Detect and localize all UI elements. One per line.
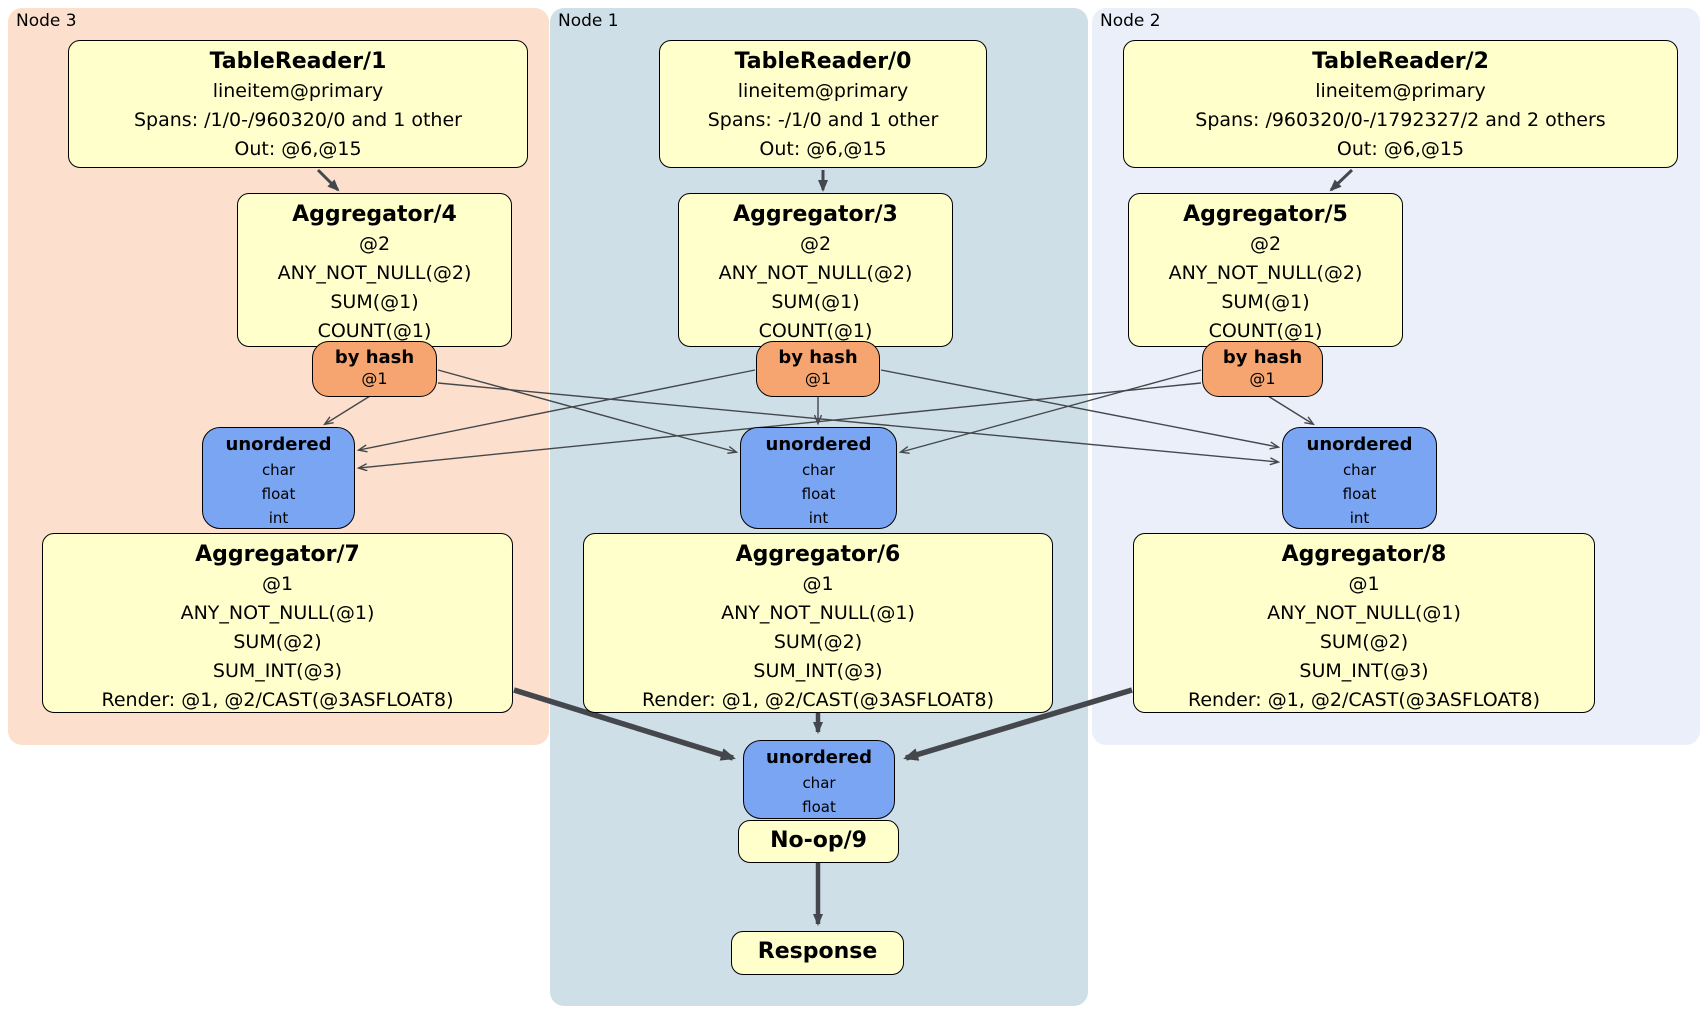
processor-line: Out: @6,@15 (234, 138, 362, 160)
sync-column: char (1342, 461, 1377, 479)
processor-aggregator-8: Aggregator/8 @1 ANY_NOT_NULL(@1) SUM(@2)… (1133, 533, 1595, 713)
processor-title: Aggregator/3 (733, 202, 898, 227)
processor-line: ANY_NOT_NULL(@2) (718, 262, 913, 284)
processor-line: @1 (802, 573, 834, 595)
processor-line: COUNT(@1) (317, 320, 432, 342)
sync-title: unordered (225, 434, 332, 455)
processor-line: Render: @1, @2/CAST(@3ASFLOAT8) (1188, 689, 1540, 711)
processor-title: Aggregator/8 (1281, 542, 1447, 567)
sync-column: char (802, 774, 836, 792)
processor-title: Aggregator/5 (1183, 202, 1348, 227)
router-title: by hash (1222, 347, 1303, 368)
router-by-hash-node2: by hash @1 (1202, 341, 1323, 397)
processor-line: Out: @6,@15 (759, 138, 887, 160)
processor-line: SUM(@2) (773, 631, 863, 653)
processor-line: Out: @6,@15 (1336, 138, 1465, 160)
sync-unordered-node2: unordered char float int (1282, 427, 1437, 529)
region-label: Node 2 (1100, 11, 1161, 31)
router-title: by hash (334, 347, 415, 368)
sync-unordered-node3: unordered char float int (202, 427, 355, 529)
sync-column: char (261, 461, 296, 479)
processor-line: COUNT(@1) (1208, 320, 1323, 342)
processor-line: SUM(@2) (233, 631, 322, 653)
processor-title: Response (757, 939, 878, 964)
processor-noop-9: No-op/9 (738, 820, 899, 863)
processor-response: Response (731, 931, 904, 975)
processor-aggregator-7: Aggregator/7 @1 ANY_NOT_NULL(@1) SUM(@2)… (42, 533, 513, 713)
processor-line: lineitem@primary (737, 80, 909, 102)
router-columns: @1 (361, 369, 388, 388)
processor-line: Spans: /960320/0-/1792327/2 and 2 others (1195, 109, 1606, 131)
sync-column: int (1349, 509, 1370, 527)
processor-title: Aggregator/7 (195, 542, 360, 567)
processor-line: @2 (358, 233, 391, 255)
processor-line: @1 (1348, 573, 1380, 595)
router-by-hash-node3: by hash @1 (312, 341, 437, 397)
sync-unordered-node1: unordered char float int (740, 427, 897, 529)
processor-line: SUM(@1) (330, 291, 419, 313)
region-label: Node 3 (16, 11, 77, 31)
processor-title: No-op/9 (770, 828, 867, 853)
sync-title: unordered (765, 434, 872, 455)
sync-column: float (801, 485, 836, 503)
processor-title: Aggregator/6 (735, 542, 901, 567)
router-by-hash-node1: by hash @1 (756, 341, 880, 397)
region-label: Node 1 (558, 11, 619, 31)
sync-column: int (808, 509, 829, 527)
processor-title: TableReader/1 (209, 49, 387, 74)
processor-line: Render: @1, @2/CAST(@3ASFLOAT8) (642, 689, 994, 711)
processor-tablereader-2: TableReader/2 lineitem@primary Spans: /9… (1123, 40, 1678, 168)
processor-line: @2 (799, 233, 832, 255)
processor-line: COUNT(@1) (758, 320, 873, 342)
processor-aggregator-6: Aggregator/6 @1 ANY_NOT_NULL(@1) SUM(@2)… (583, 533, 1053, 713)
processor-line: ANY_NOT_NULL(@2) (1168, 262, 1363, 284)
processor-line: SUM_INT(@3) (753, 660, 883, 682)
processor-line: @2 (1249, 233, 1282, 255)
sync-column: char (801, 461, 836, 479)
processor-line: @1 (261, 573, 294, 595)
sync-title: unordered (766, 747, 872, 768)
processor-line: SUM(@2) (1319, 631, 1409, 653)
sync-column: float (802, 798, 836, 816)
processor-line: Render: @1, @2/CAST(@3ASFLOAT8) (101, 689, 454, 711)
processor-line: Spans: /1/0-/960320/0 and 1 other (134, 109, 462, 131)
processor-tablereader-0: TableReader/0 lineitem@primary Spans: -/… (659, 40, 987, 168)
processor-line: ANY_NOT_NULL(@1) (721, 602, 915, 624)
processor-line: ANY_NOT_NULL(@2) (277, 262, 472, 284)
router-columns: @1 (804, 369, 832, 388)
processor-title: Aggregator/4 (292, 202, 457, 227)
processor-line: SUM(@1) (771, 291, 860, 313)
sync-column: int (268, 509, 289, 527)
processor-line: SUM_INT(@3) (1299, 660, 1429, 682)
router-title: by hash (778, 347, 858, 368)
processor-tablereader-1: TableReader/1 lineitem@primary Spans: /1… (68, 40, 528, 168)
processor-aggregator-5: Aggregator/5 @2 ANY_NOT_NULL(@2) SUM(@1)… (1128, 193, 1403, 347)
processor-title: TableReader/2 (1312, 49, 1489, 74)
processor-aggregator-3: Aggregator/3 @2 ANY_NOT_NULL(@2) SUM(@1)… (678, 193, 953, 347)
processor-line: Spans: -/1/0 and 1 other (707, 109, 939, 131)
router-columns: @1 (1249, 369, 1276, 388)
sync-column: float (1342, 485, 1377, 503)
processor-line: lineitem@primary (212, 80, 384, 102)
processor-line: lineitem@primary (1315, 80, 1486, 102)
processor-title: TableReader/0 (734, 49, 912, 74)
sync-column: float (261, 485, 296, 503)
processor-line: ANY_NOT_NULL(@1) (180, 602, 375, 624)
processor-line: SUM_INT(@3) (212, 660, 343, 682)
processor-line: SUM(@1) (1221, 291, 1310, 313)
processor-line: ANY_NOT_NULL(@1) (1267, 602, 1461, 624)
sync-title: unordered (1306, 434, 1413, 455)
processor-aggregator-4: Aggregator/4 @2 ANY_NOT_NULL(@2) SUM(@1)… (237, 193, 512, 347)
sync-unordered-final: unordered char float (743, 740, 895, 819)
